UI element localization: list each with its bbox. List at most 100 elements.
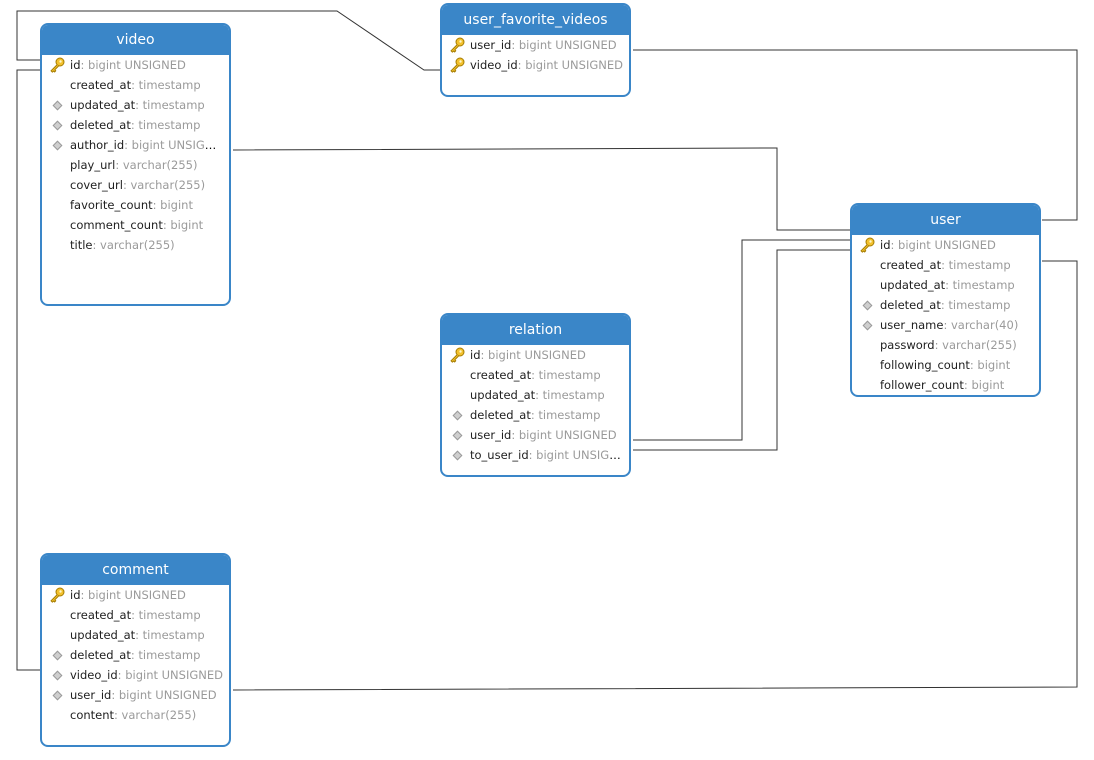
field-name: updated_at xyxy=(880,278,946,292)
field-name: id xyxy=(70,588,81,602)
field-row[interactable]: author_id: bigint UNSIGN... xyxy=(42,135,229,155)
field-row[interactable]: created_at: timestamp xyxy=(42,75,229,95)
field-name: id xyxy=(880,238,891,252)
key-icon xyxy=(49,57,65,73)
field-name: play_url xyxy=(70,158,116,172)
field-row[interactable]: created_at: timestamp xyxy=(852,255,1039,275)
field-row[interactable]: cover_url: varchar(255) xyxy=(42,175,229,195)
field-name: created_at xyxy=(70,78,132,92)
field-row[interactable]: play_url: varchar(255) xyxy=(42,155,229,175)
field-type: : timestamp xyxy=(940,298,1011,312)
table-title: comment xyxy=(42,555,229,585)
field-type: : timestamp xyxy=(131,78,201,92)
field-name: deleted_at xyxy=(470,408,531,422)
field-type: : bigint UNSIGNED xyxy=(517,58,623,72)
table-user-favorite-videos[interactable]: user_favorite_videos user_id: bigint UNS… xyxy=(440,3,631,97)
field-type: : bigint xyxy=(963,378,1005,392)
field-type: : bigint UNSIGNED xyxy=(80,58,186,72)
field-name: content xyxy=(70,708,115,722)
field-row[interactable]: password: varchar(255) xyxy=(852,335,1039,355)
field-type: : bigint xyxy=(969,358,1011,372)
field-name: to_user_id xyxy=(470,448,529,462)
field-row[interactable]: deleted_at: timestamp xyxy=(42,645,229,665)
field-name: updated_at xyxy=(70,628,136,642)
field-name: updated_at xyxy=(470,388,536,402)
field-type: : timestamp xyxy=(130,648,201,662)
diamond-icon xyxy=(52,140,63,151)
field-row[interactable]: created_at: timestamp xyxy=(442,365,629,385)
field-name: title xyxy=(70,238,93,252)
field-row[interactable]: follower_count: bigint xyxy=(852,375,1039,395)
field-type: : timestamp xyxy=(945,278,1015,292)
field-name: updated_at xyxy=(70,98,136,112)
field-type: : bigint UNSIGNED xyxy=(511,428,617,442)
field-row[interactable]: created_at: timestamp xyxy=(42,605,229,625)
diamond-icon xyxy=(52,120,63,131)
link-ufv-video-id-to-video xyxy=(16,10,440,71)
field-row[interactable]: user_id: bigint UNSIGNED xyxy=(442,425,629,445)
field-name: video_id xyxy=(70,668,118,682)
field-row[interactable]: comment_count: bigint xyxy=(42,215,229,235)
field-row[interactable]: video_id: bigint UNSIGNED xyxy=(442,55,629,75)
field-row[interactable]: updated_at: timestamp xyxy=(442,385,629,405)
field-name: created_at xyxy=(880,258,942,272)
field-name: following_count xyxy=(880,358,970,372)
diamond-icon xyxy=(52,690,63,701)
link-video-author-to-user xyxy=(232,147,851,231)
field-row[interactable]: user_id: bigint UNSIGNED xyxy=(42,685,229,705)
field-row[interactable]: id: bigint UNSIGNED xyxy=(42,585,229,605)
field-type: : timestamp xyxy=(530,408,601,422)
field-row[interactable]: title: varchar(255) xyxy=(42,235,229,255)
field-name: id xyxy=(70,58,81,72)
field-name: user_name xyxy=(880,318,944,332)
table-title: video xyxy=(42,25,229,55)
field-row[interactable]: video_id: bigint UNSIGNED xyxy=(42,665,229,685)
field-row[interactable]: deleted_at: timestamp xyxy=(442,405,629,425)
field-name: deleted_at xyxy=(70,648,131,662)
field-row[interactable]: content: varchar(255) xyxy=(42,705,229,725)
diamond-icon xyxy=(452,410,463,421)
field-type: : bigint UNSIGN... xyxy=(528,448,629,462)
field-type: : timestamp xyxy=(131,608,201,622)
field-row[interactable]: to_user_id: bigint UNSIGN... xyxy=(442,445,629,465)
field-row[interactable]: following_count: bigint xyxy=(852,355,1039,375)
field-type: : varchar(255) xyxy=(92,238,175,252)
field-type: : bigint UNSIGN... xyxy=(124,138,225,152)
field-name: id xyxy=(470,348,481,362)
diamond-icon xyxy=(52,100,63,111)
field-row[interactable]: user_id: bigint UNSIGNED xyxy=(442,35,629,55)
field-row[interactable]: updated_at: timestamp xyxy=(852,275,1039,295)
diamond-icon xyxy=(52,670,63,681)
field-name: user_id xyxy=(70,688,112,702)
diamond-icon xyxy=(452,450,463,461)
link-comment-user-id-to-user xyxy=(232,260,1078,691)
field-row[interactable]: id: bigint UNSIGNED xyxy=(42,55,229,75)
field-type: : bigint UNSIGNED xyxy=(511,38,617,52)
diamond-icon xyxy=(862,320,873,331)
field-row[interactable]: favorite_count: bigint xyxy=(42,195,229,215)
table-title: user xyxy=(852,205,1039,235)
field-name: user_id xyxy=(470,38,512,52)
field-type: : varchar(255) xyxy=(115,158,198,172)
field-row[interactable]: id: bigint UNSIGNED xyxy=(852,235,1039,255)
field-name: created_at xyxy=(470,368,532,382)
field-type: : varchar(40) xyxy=(943,318,1019,332)
field-row[interactable]: id: bigint UNSIGNED xyxy=(442,345,629,365)
field-name: created_at xyxy=(70,608,132,622)
field-row[interactable]: deleted_at: timestamp xyxy=(852,295,1039,315)
field-row[interactable]: user_name: varchar(40) xyxy=(852,315,1039,335)
field-row[interactable]: updated_at: timestamp xyxy=(42,95,229,115)
field-name: password xyxy=(880,338,935,352)
field-type: : bigint UNSIGNED xyxy=(480,348,586,362)
field-type: : timestamp xyxy=(535,388,605,402)
field-row[interactable]: deleted_at: timestamp xyxy=(42,115,229,135)
field-row[interactable]: updated_at: timestamp xyxy=(42,625,229,645)
field-name: cover_url xyxy=(70,178,123,192)
